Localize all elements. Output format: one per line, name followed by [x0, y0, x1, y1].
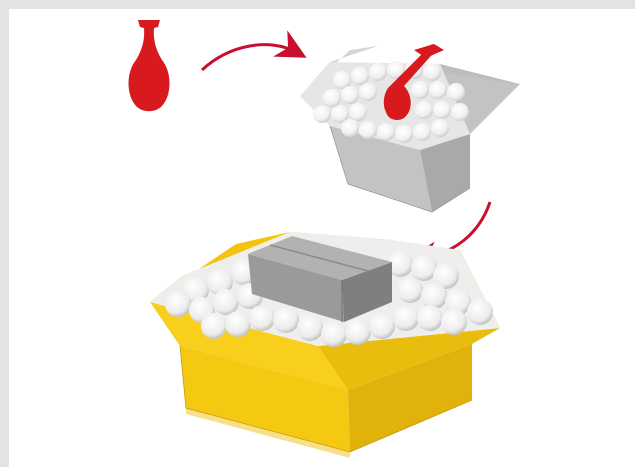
double-boxed-icon [150, 232, 500, 458]
packed-box-icon [300, 44, 520, 212]
vase-icon [129, 20, 170, 111]
arrow-vase-to-box [202, 45, 296, 70]
